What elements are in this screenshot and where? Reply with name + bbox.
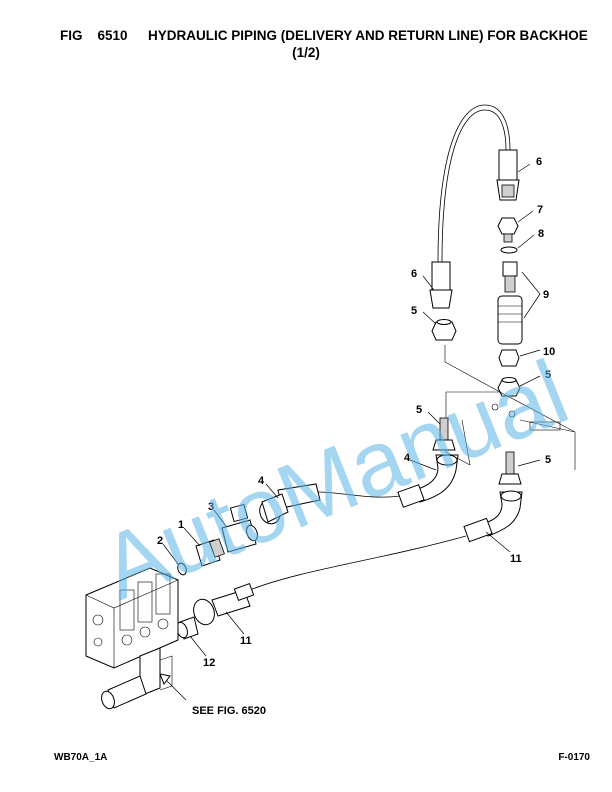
hose-loop-inner [441, 109, 507, 263]
elbow-part-4-upper [397, 454, 459, 508]
hose-delivery [317, 491, 401, 498]
elbow-part-11-right [463, 490, 523, 543]
bolt-part-5-mid-right [498, 451, 522, 485]
callout-9: 9 [543, 289, 549, 301]
callout-5-upper-left: 5 [411, 305, 417, 317]
coupler-part-9 [497, 261, 523, 345]
bolt-part-5-mid-left [432, 417, 456, 451]
figure-title-line1: HYDRAULIC PIPING (DELIVERY AND RETURN LI… [148, 28, 588, 43]
hose-end-left [429, 261, 453, 309]
callout-10: 10 [543, 346, 555, 358]
nut-part-5-right [497, 377, 521, 397]
o-ring-part-2 [177, 562, 187, 576]
hose-end-part-11-lower [193, 582, 255, 626]
callout-2: 2 [157, 535, 163, 547]
hose-return [249, 535, 467, 591]
hose-loop [437, 104, 511, 263]
adapter-part-1 [195, 538, 225, 567]
callout-5-mid-right: 5 [545, 454, 551, 466]
callout-4-lower: 4 [258, 475, 265, 487]
callout-5-mid-left: 5 [416, 404, 422, 416]
control-valve-block [85, 567, 179, 710]
adapter-part-7 [497, 217, 519, 243]
callout-5-right: 5 [545, 369, 551, 381]
callout-12: 12 [203, 657, 215, 669]
callout-11-right: 11 [510, 553, 522, 565]
hose-end-part-4-lower [259, 483, 321, 525]
callout-8: 8 [538, 228, 544, 240]
callout-11-lower: 11 [240, 635, 252, 647]
figure-number: FIG 6510 [60, 28, 128, 43]
callout-3: 3 [208, 501, 214, 513]
callout-6-right: 6 [536, 156, 542, 168]
mounting-bracket [444, 345, 576, 470]
tee-part-3 [221, 503, 258, 553]
callout-1: 1 [178, 519, 184, 531]
callout-6-left: 6 [411, 268, 417, 280]
footer-page-code: F-0170 [558, 752, 590, 763]
figure-title-line2: (1/2) [292, 45, 320, 60]
callout-4-upper: 4 [404, 452, 411, 464]
leader-lines [159, 163, 541, 701]
adapter-part-12 [176, 616, 199, 640]
footer-model-code: WB70A_1A [54, 752, 108, 763]
o-ring-part-8 [500, 246, 518, 254]
reference-note: SEE FIG. 6520 [192, 705, 266, 717]
adapter-part-10 [498, 349, 520, 367]
callout-7: 7 [537, 204, 543, 216]
nut-part-5-upper-left [431, 319, 457, 341]
hose-end-right [496, 149, 520, 201]
